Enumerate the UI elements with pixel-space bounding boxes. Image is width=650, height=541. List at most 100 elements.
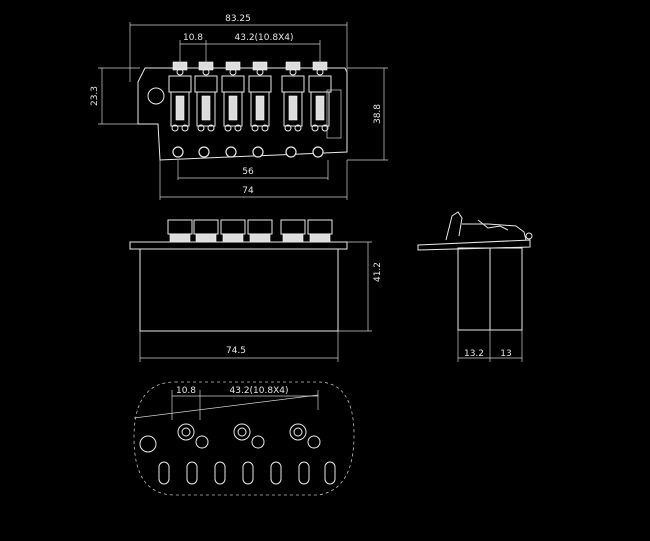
saddle-spring	[228, 95, 238, 121]
height-screw-b	[181, 124, 189, 132]
saddle-body	[283, 91, 303, 127]
front-saddle-base	[282, 233, 304, 243]
screw-hole-4	[252, 146, 264, 158]
bottom-large-hole-inner-3	[293, 427, 303, 437]
screw-hole-1	[172, 146, 184, 158]
saddle-screw-tip	[289, 68, 297, 76]
front-sustain-block	[139, 248, 339, 332]
saddle-screw	[285, 61, 301, 71]
saddle-body	[223, 91, 243, 127]
saddle-spring	[255, 95, 265, 121]
saddle-screw-tip	[202, 68, 210, 76]
bottom-slot-2	[186, 461, 198, 485]
front-saddle-top	[247, 219, 273, 235]
saddle-5	[281, 61, 305, 132]
side-base-plate	[417, 239, 531, 251]
front-saddle-3	[220, 219, 246, 243]
dim-bottom-string-span: 43.2(10.8X4)	[230, 386, 289, 396]
front-saddle-base	[309, 233, 331, 243]
front-saddle-2	[193, 219, 219, 243]
bottom-slot-1	[158, 461, 170, 485]
saddle-3	[221, 61, 245, 132]
height-screw-a	[197, 124, 205, 132]
dim-string-spacing: 10.8	[183, 33, 203, 43]
saddle-body	[170, 91, 190, 127]
saddle-head	[221, 75, 245, 93]
saddle-screw-tip	[176, 68, 184, 76]
bottom-slot-5	[270, 461, 282, 485]
front-saddle-top	[307, 219, 333, 235]
bottom-view: 10.8 43.2(10.8X4)	[133, 381, 355, 496]
bottom-small-hole-3	[307, 435, 321, 449]
front-saddle-base	[222, 233, 244, 243]
model-plate	[326, 89, 342, 139]
dim-block-width: 74.5	[226, 346, 246, 356]
screw-hole-2	[198, 146, 210, 158]
front-saddle-top	[167, 219, 193, 235]
bottom-small-hole-2	[251, 435, 265, 449]
saddle-body	[310, 91, 330, 127]
saddle-1	[168, 61, 192, 132]
bottom-hole-group	[177, 423, 321, 449]
bottom-slot-group	[158, 461, 336, 485]
screw-hole-5	[285, 146, 297, 158]
side-saddle-spring	[477, 219, 509, 231]
bottom-large-hole-2	[233, 423, 251, 441]
front-saddle-1	[167, 219, 193, 243]
saddle-4	[248, 61, 272, 132]
top-view: 83.25 10.8 43.2(10.8X4) 23.3 38.8 56 74	[90, 14, 388, 200]
bottom-large-hole-1	[177, 423, 195, 441]
saddle-spring	[315, 95, 325, 121]
height-screw-a	[224, 124, 232, 132]
height-screw-b	[234, 124, 242, 132]
saddle-screw-tip	[256, 68, 264, 76]
side-block-front	[457, 247, 491, 331]
saddle-head	[194, 75, 218, 93]
height-screw-a	[171, 124, 179, 132]
saddle-spring	[201, 95, 211, 121]
front-base-plate	[129, 241, 348, 250]
saddle-body	[250, 91, 270, 127]
saddle-head	[248, 75, 272, 93]
mounting-hole-left	[147, 87, 165, 105]
side-view: 13.2 13	[417, 211, 533, 362]
front-saddle-base	[195, 233, 217, 243]
front-saddle-base	[249, 233, 271, 243]
front-saddle-5	[280, 219, 306, 243]
height-screw-b	[321, 124, 329, 132]
height-screw-a	[284, 124, 292, 132]
screw-hole-6	[312, 146, 324, 158]
side-saddle-front	[445, 211, 463, 241]
bottom-small-hole-1	[195, 435, 209, 449]
saddle-spring	[288, 95, 298, 121]
height-screw-a	[251, 124, 259, 132]
saddle-head	[168, 75, 192, 93]
saddle-6	[308, 61, 332, 132]
height-screw-a	[311, 124, 319, 132]
dim-string-span: 43.2(10.8X4)	[235, 33, 294, 43]
dim-base-width: 74	[242, 186, 254, 196]
height-screw-b	[294, 124, 302, 132]
bottom-large-hole-inner-2	[237, 427, 247, 437]
side-saddle-body	[462, 223, 527, 241]
front-saddle-top	[220, 219, 246, 235]
saddle-group	[168, 61, 332, 132]
dim-screw-span: 56	[242, 167, 254, 177]
bottom-large-hole-3	[289, 423, 307, 441]
saddle-body	[196, 91, 216, 127]
saddle-screw	[252, 61, 268, 71]
front-saddle-4	[247, 219, 273, 243]
height-screw-b	[261, 124, 269, 132]
front-view: 41.2 74.5	[129, 219, 383, 362]
route-cut-line	[133, 394, 319, 419]
bottom-mount-hole	[139, 435, 157, 453]
bottom-slot-4	[242, 461, 254, 485]
saddle-2	[194, 61, 218, 132]
saddle-head	[281, 75, 305, 93]
front-saddle-base	[169, 233, 191, 243]
saddle-screw-tip	[316, 68, 324, 76]
dim-width-total: 83.25	[225, 14, 251, 24]
side-block-rear	[489, 247, 523, 331]
height-screw-b	[207, 124, 215, 132]
